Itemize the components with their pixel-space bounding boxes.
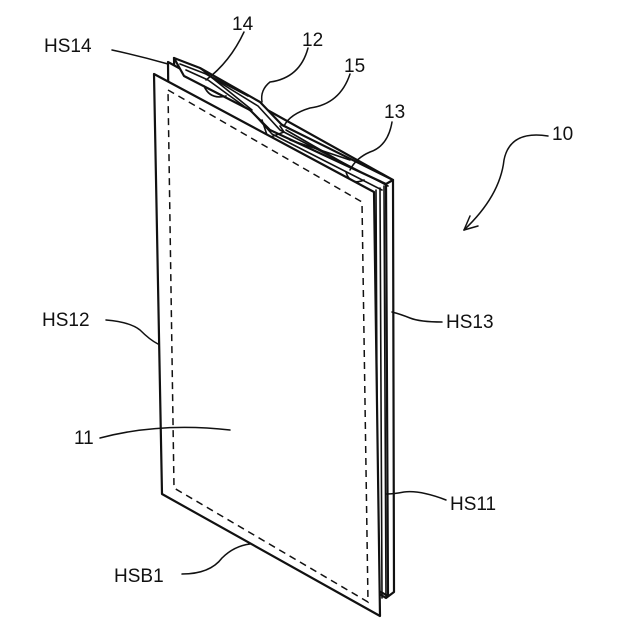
label-hs14: HS14 (44, 36, 92, 57)
label-14: 14 (232, 14, 254, 35)
label-15: 15 (344, 56, 365, 77)
label-hs11: HS11 (450, 494, 496, 515)
label-hsb1: HSB1 (114, 566, 164, 587)
label-11: 11 (74, 428, 94, 449)
label-hs12: HS12 (42, 310, 90, 331)
label-hs13: HS13 (446, 312, 494, 333)
label-10: 10 (552, 124, 573, 145)
label-12: 12 (302, 30, 323, 51)
label-13: 13 (384, 102, 405, 123)
